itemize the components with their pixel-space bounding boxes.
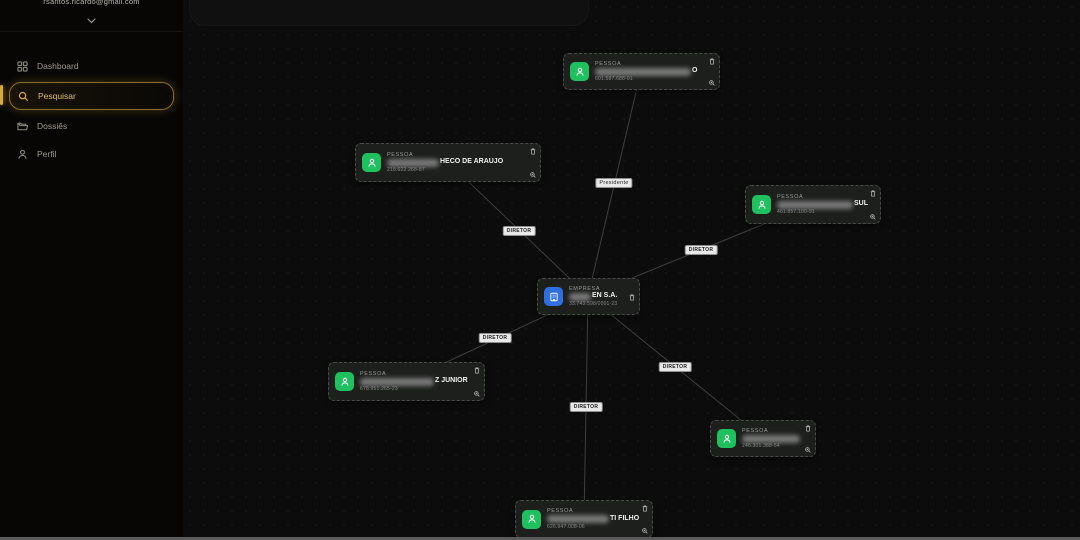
expand-node-icon[interactable] [805, 447, 811, 453]
node-name: HECO DE ARAUJO [387, 158, 527, 167]
node-type-label: PESSOA [742, 427, 769, 434]
redacted-name [360, 377, 434, 386]
node-document-number: 461.857.100-91 [777, 209, 815, 216]
sidebar-item-label: Dossiês [37, 121, 68, 131]
graph-node-person[interactable]: PESSOA TI FILHO 626.947.008-06 [515, 500, 653, 538]
person-icon [522, 509, 541, 529]
delete-node-icon[interactable] [629, 294, 635, 301]
edge-label-presidente: Presidente [595, 178, 633, 188]
person-icon [717, 429, 736, 448]
active-indicator-bar [0, 85, 3, 105]
expand-node-icon[interactable] [709, 80, 715, 86]
expand-node-icon[interactable] [642, 528, 648, 534]
expand-node-icon[interactable] [870, 214, 876, 220]
delete-node-icon[interactable] [709, 58, 715, 65]
delete-node-icon[interactable] [530, 148, 536, 155]
node-document-number: 246.301.388-54 [742, 442, 780, 449]
graph-node-company[interactable]: EMPRESA EN S.A. 33.743.598/0001-23 [537, 278, 640, 315]
redacted-name [595, 67, 691, 76]
node-document-number: 33.743.598/0001-23 [569, 301, 618, 308]
user-email: rsantos.ricardo@gmail.com [43, 0, 140, 6]
delete-node-icon[interactable] [642, 505, 648, 512]
expand-node-icon[interactable] [474, 391, 480, 397]
user-account-block[interactable]: rsantos.ricardo@gmail.com [0, 0, 183, 32]
graph-node-person[interactable]: PESSOA SUL 461.857.100-91 [745, 185, 881, 224]
edge-label-diretor: DIRETOR [502, 226, 536, 236]
node-type-label: PESSOA [387, 151, 414, 158]
node-name: Z JUNIOR [360, 377, 471, 386]
search-panel-edge [189, 0, 589, 26]
node-type-label: PESSOA [777, 193, 804, 200]
graph-canvas[interactable]: Presidente DIRETOR DIRETOR DIRETOR DIRET… [183, 0, 1080, 540]
sidebar-item-dossies[interactable]: Dossiês [9, 114, 174, 138]
person-icon [570, 62, 589, 81]
redacted-name [777, 200, 853, 209]
graph-node-person[interactable]: PESSOA O 601.587.688-91 [563, 53, 720, 90]
sidebar-item-dashboard[interactable]: Dashboard [9, 54, 174, 78]
redacted-name [547, 515, 609, 524]
node-name: SUL [777, 200, 868, 209]
folder-icon [17, 121, 28, 132]
node-type-label: PESSOA [547, 508, 574, 515]
node-document-number: 626.947.008-06 [547, 523, 585, 530]
sidebar-nav: Dashboard Pesquisar Dossiês Perfil [0, 32, 183, 166]
redacted-name [742, 434, 800, 443]
edge-label-diretor: DIRETOR [569, 402, 603, 412]
sidebar-item-perfil[interactable]: Perfil [9, 142, 174, 166]
delete-node-icon[interactable] [870, 190, 876, 197]
edge-label-diretor: DIRETOR [478, 333, 512, 343]
sidebar: rsantos.ricardo@gmail.com Dashboard Pesq… [0, 0, 183, 540]
dashboard-grid-icon [17, 60, 28, 72]
chevron-down-icon[interactable] [0, 11, 183, 29]
node-document-number: 218.622.268-87 [387, 167, 425, 174]
expand-node-icon[interactable] [530, 172, 536, 178]
sidebar-item-label: Pesquisar [38, 91, 76, 101]
delete-node-icon[interactable] [805, 425, 811, 432]
node-name: O [595, 67, 706, 76]
node-type-label: EMPRESA [569, 285, 601, 292]
sidebar-item-label: Dashboard [37, 61, 79, 71]
sidebar-item-label: Perfil [37, 149, 57, 159]
edge-label-diretor: DIRETOR [684, 245, 718, 255]
node-document-number: 601.587.688-91 [595, 76, 633, 83]
person-icon [17, 149, 28, 160]
window-bottom-edge [0, 537, 1080, 540]
graph-node-person[interactable]: PESSOA Z JUNIOR 678.951.265-23 [328, 362, 485, 401]
node-type-label: PESSOA [360, 370, 387, 377]
node-name [742, 434, 802, 443]
redacted-name [569, 292, 591, 301]
person-icon [335, 372, 354, 391]
building-icon [544, 287, 563, 306]
graph-node-person[interactable]: PESSOA 246.301.388-54 [710, 420, 816, 457]
node-document-number: 678.951.265-23 [360, 386, 398, 393]
sidebar-item-pesquisar[interactable]: Pesquisar [0, 82, 174, 110]
person-icon [362, 153, 381, 172]
person-icon [752, 195, 771, 214]
delete-node-icon[interactable] [474, 367, 480, 374]
node-name: EN S.A. [569, 292, 626, 301]
node-type-label: PESSOA [595, 60, 622, 67]
node-name: TI FILHO [547, 515, 639, 524]
graph-node-person[interactable]: PESSOA HECO DE ARAUJO 218.622.268-87 [355, 143, 541, 182]
redacted-name [387, 158, 439, 167]
search-icon [18, 91, 29, 102]
edge-label-diretor: DIRETOR [658, 362, 692, 372]
